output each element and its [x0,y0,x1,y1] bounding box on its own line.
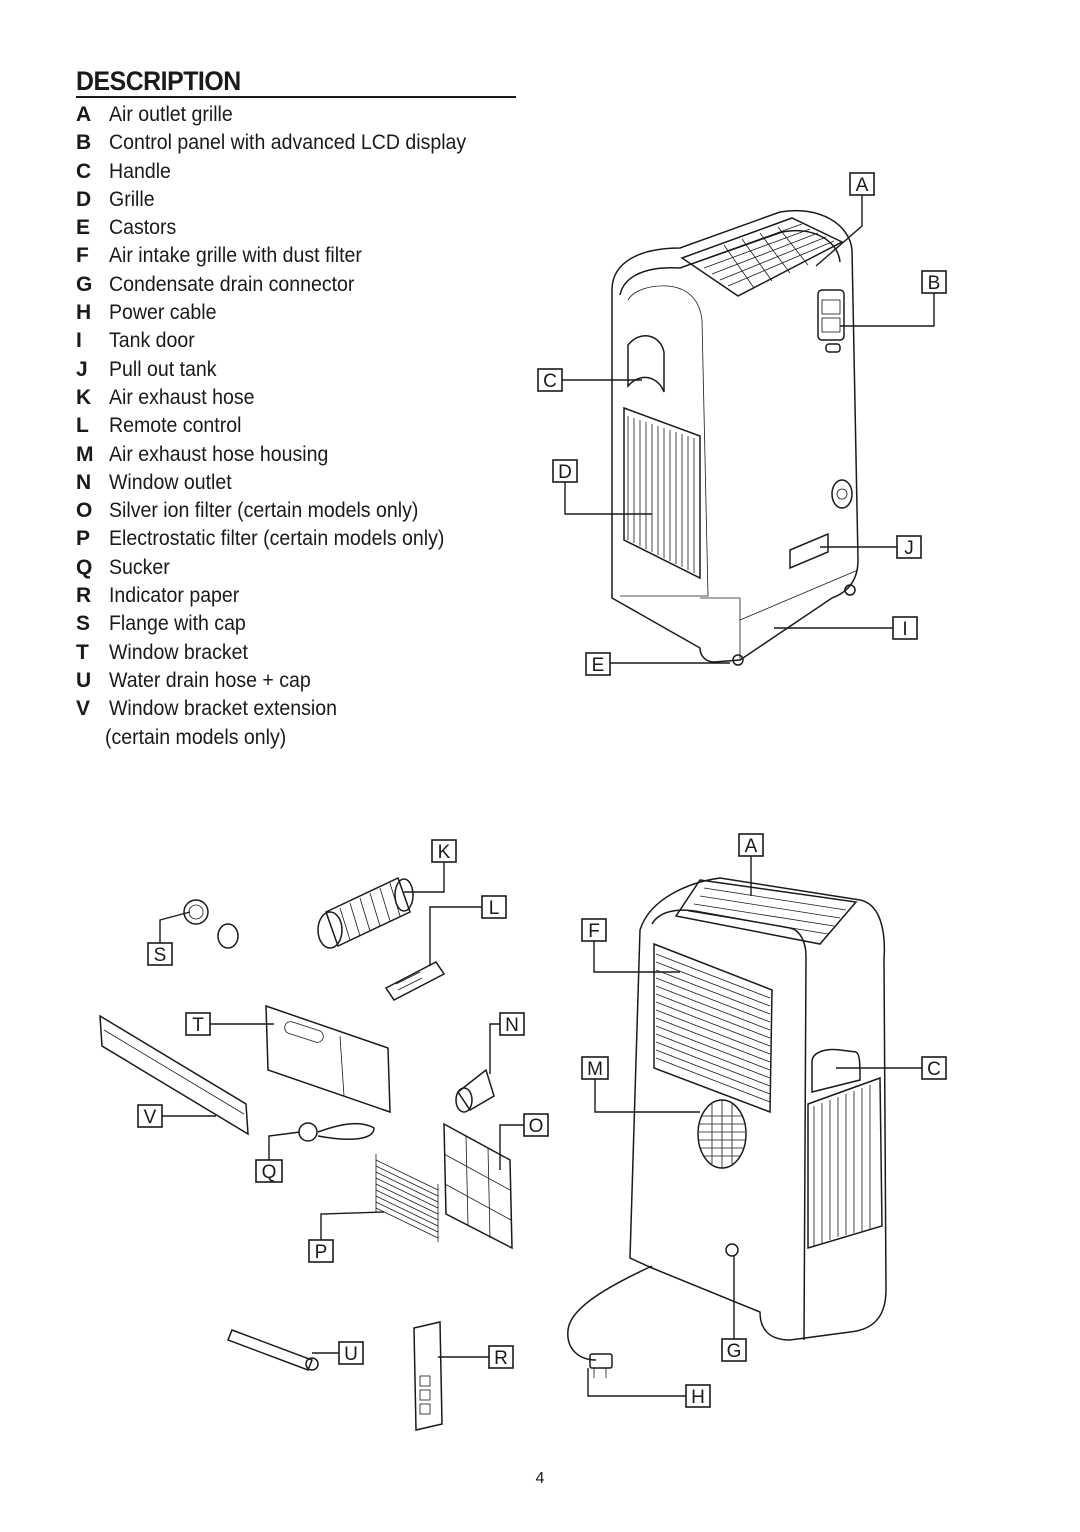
svg-text:K: K [438,842,451,863]
svg-text:E: E [592,655,605,676]
svg-text:S: S [154,945,167,966]
svg-text:B: B [928,273,941,294]
svg-text:F: F [588,921,600,942]
front-unit-drawing [611,209,859,666]
svg-text:V: V [144,1107,157,1128]
svg-text:M: M [587,1059,603,1080]
svg-text:L: L [489,898,500,919]
svg-text:U: U [344,1344,358,1365]
svg-text:J: J [904,538,914,559]
svg-text:R: R [494,1348,508,1369]
svg-text:O: O [529,1116,544,1137]
accessories-drawing [99,876,513,1431]
svg-text:N: N [505,1015,519,1036]
front-callouts: A B C D J I E [537,172,947,676]
rear-callouts: A F M C G H [581,833,947,1408]
svg-text:I: I [902,619,907,640]
svg-text:D: D [558,462,572,483]
svg-text:C: C [927,1059,941,1080]
svg-text:H: H [691,1387,705,1408]
svg-text:A: A [856,175,869,196]
page-number: 4 [535,1470,545,1487]
svg-text:Q: Q [262,1162,277,1183]
section-heading: DESCRIPTION [76,66,516,98]
svg-text:P: P [315,1242,328,1263]
rear-unit-drawing [567,877,887,1378]
svg-text:A: A [745,836,758,857]
accessory-callouts: K L S T N V O Q P U R [137,839,549,1369]
list-item-continuation: (certain models only) [105,725,287,749]
svg-text:T: T [192,1015,204,1036]
svg-text:C: C [543,371,557,392]
svg-text:G: G [727,1341,742,1362]
